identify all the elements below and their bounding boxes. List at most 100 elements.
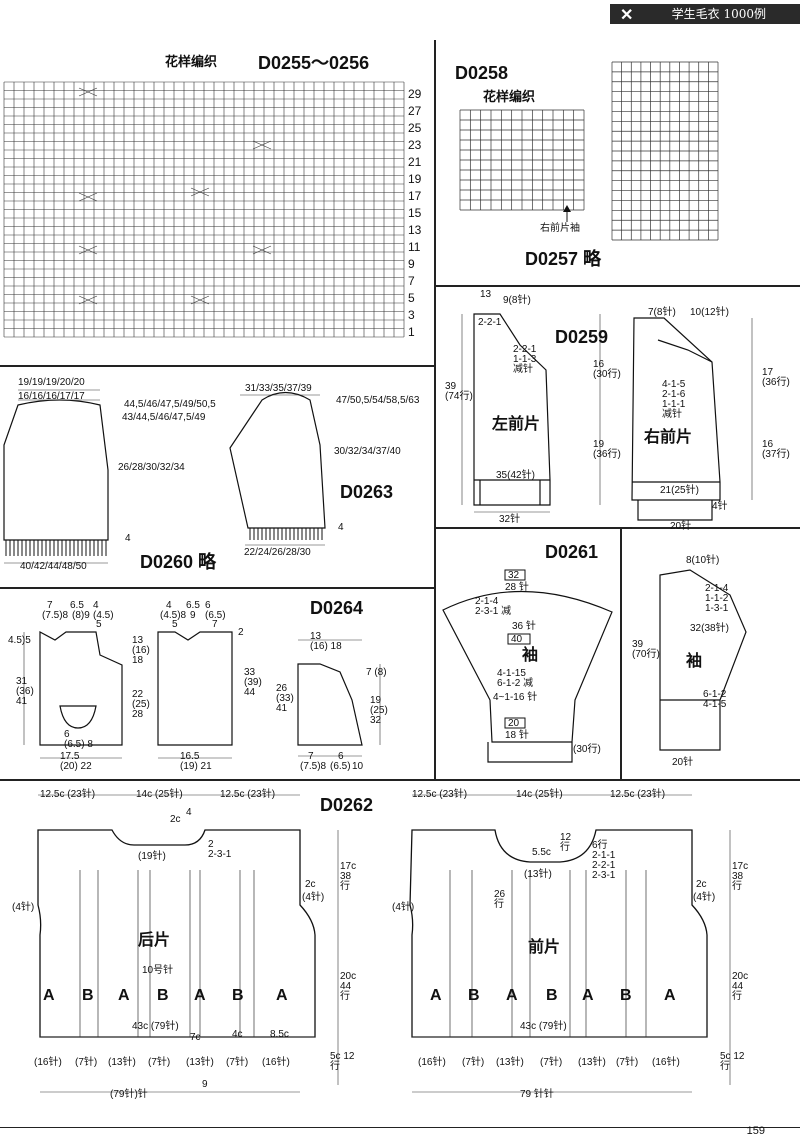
dimension-label: 39 (74行): [445, 381, 473, 402]
dimension-label: 13: [480, 289, 492, 300]
pattern-letter: B: [468, 987, 480, 1004]
dimension-label: 26 (33) 41: [276, 683, 294, 714]
dimension-label: 8(10针): [686, 555, 720, 566]
dimension-label: 10: [352, 761, 364, 772]
pattern-code: D0264: [310, 598, 364, 618]
step-label: 2-2-1: [478, 317, 502, 328]
piece-label: 后片: [138, 932, 171, 949]
step-label: 2-1-4 1-1-2 1-3-1: [705, 583, 729, 614]
dimension-label: 4针: [712, 501, 728, 512]
dimension-label: (4.5): [93, 610, 114, 621]
row-number: 7: [408, 274, 415, 288]
pattern-letter: A: [43, 987, 55, 1004]
divider: [620, 529, 622, 780]
dimension-label: 6: [205, 600, 211, 611]
row-number: 1: [408, 325, 415, 339]
dimension-label: 12 行: [560, 832, 572, 853]
dimension-label: 6 (6.5) 8: [64, 729, 93, 750]
pattern-letter: A: [430, 987, 442, 1004]
dimension-label: 17c 38 行: [732, 861, 749, 892]
dimension-label: (4针): [392, 902, 415, 913]
dimension-label: 13 (16) 18: [132, 635, 150, 666]
pattern-letter: B: [82, 987, 94, 1004]
pattern-code: D0257 略: [525, 249, 602, 269]
row-number: 11: [408, 240, 421, 254]
dimension-label: 35(42针): [496, 470, 535, 481]
piece-label: 袖: [686, 653, 703, 670]
dimension-label: 4: [186, 807, 192, 818]
dimension-label: 43c (79针): [520, 1021, 567, 1032]
step-label: 2-2-1 1-1-3 减针: [513, 344, 537, 375]
dimension-label: 14c (25针): [516, 789, 563, 800]
dimension-label: 9: [190, 610, 196, 621]
piece-label: 袖: [522, 647, 539, 664]
dimension-label: 2c: [696, 879, 707, 890]
dimension-label: (79针)针: [110, 1089, 148, 1100]
dimension-label: 13 (16) 18: [310, 631, 342, 652]
dimension-label: 47/50,5/54/58,5/63: [336, 395, 420, 406]
piece-label: 前片: [528, 939, 561, 956]
dimension-label: 26 行: [494, 889, 506, 910]
dimension-label: 17 (36行): [762, 367, 790, 388]
row-number: 19: [408, 172, 422, 186]
dimension-label: 19 (36行): [593, 439, 621, 460]
dimension-label: 20针: [672, 757, 694, 768]
dimension-label: (4针): [693, 892, 716, 903]
dimension-label: 10(12针): [690, 307, 729, 318]
dimension-label: 9: [202, 1079, 208, 1090]
divider: [0, 587, 434, 589]
dimension-label: 31/33/35/37/39: [245, 383, 312, 394]
dimension-label: 32针: [499, 514, 521, 525]
dimension-label: 16/16/16/17/17: [18, 391, 85, 402]
dimension-label: 26/28/30/32/34: [118, 462, 185, 473]
pattern-code: D0263: [340, 482, 394, 502]
pattern-code: D0261: [545, 542, 599, 562]
dimension-label: 7: [212, 619, 218, 630]
chart-subtitle: 花样编织: [483, 89, 536, 104]
dimension-label: 2: [238, 627, 244, 638]
row-number: 17: [408, 189, 422, 203]
dimension-label: 7: [47, 600, 53, 611]
dimension-label: 17.5 (20) 22: [60, 751, 92, 772]
dimension-label: 5: [172, 619, 178, 630]
dimension-label: 8.5c: [270, 1029, 289, 1040]
dimension-label: 30/32/34/37/40: [334, 446, 401, 457]
book-title: 学生毛衣 1000例: [671, 7, 766, 21]
dimension-label: 4: [93, 600, 99, 611]
page-number: 159: [746, 1125, 765, 1137]
dimension-label: 4: [125, 533, 131, 544]
dimension-label: 22/24/26/28/30: [244, 547, 311, 558]
piece-label: 右前片: [644, 429, 693, 446]
dimension-label: 2c: [305, 879, 316, 890]
dimension-label: 44,5/46/47,5/49/50,5: [124, 399, 216, 410]
step-label: 6-1-2 4-1-5: [703, 689, 727, 710]
dimension-label: (8)9: [72, 610, 90, 621]
divider: [0, 365, 434, 367]
stitch-count: 32: [508, 570, 520, 581]
step-label: 4-1-5 2-1-6 1-1-1 减针: [662, 379, 686, 420]
dimension-label: 17c 38 行: [340, 861, 357, 892]
dimension-label: 31 (36) 41: [16, 676, 34, 707]
dimension-label: 7: [308, 751, 314, 762]
pattern-code: D0259: [555, 327, 609, 347]
pattern-letter: B: [157, 987, 169, 1004]
cuff-stitch-count: (13针): [186, 1057, 214, 1068]
pattern-letter: A: [664, 987, 676, 1004]
row-number: 27: [408, 104, 422, 118]
row-number: 15: [408, 206, 422, 220]
dimension-label: 7(8针): [648, 307, 676, 318]
divider: [0, 1127, 800, 1128]
dimension-label: 4: [338, 522, 344, 533]
row-number: 25: [408, 121, 422, 135]
pattern-letter: A: [118, 987, 130, 1004]
dimension-label: 5c 12 行: [720, 1051, 745, 1072]
row-number: 21: [408, 155, 422, 169]
dimension-label: 20c 44 行: [340, 971, 357, 1002]
cuff-stitch-count: (7针): [540, 1057, 563, 1068]
cuff-stitch-count: (16针): [34, 1057, 62, 1068]
dimension-label: 7c: [190, 1032, 201, 1043]
